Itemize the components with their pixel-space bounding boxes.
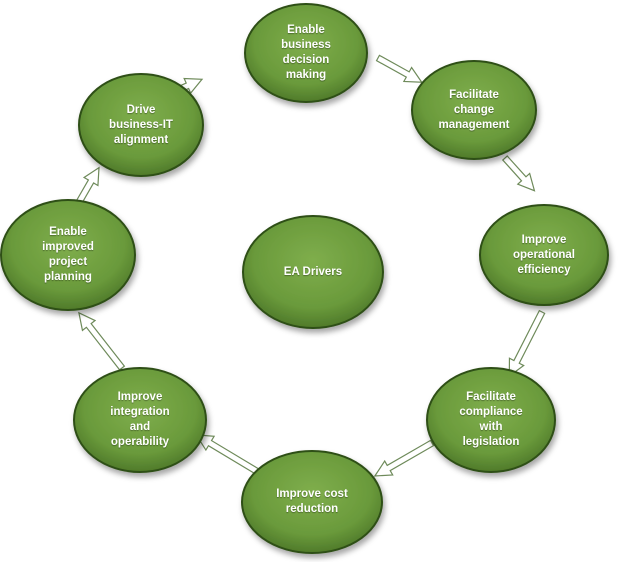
arrow-cost-to-integration: [195, 434, 261, 476]
node-decision: [244, 3, 368, 103]
arrow-efficiency-to-compliance: [508, 309, 546, 378]
driver-nodes: [0, 3, 609, 554]
node-integration: [73, 367, 207, 473]
node-compliance: [426, 367, 556, 473]
center-node: [242, 215, 384, 329]
node-efficiency: [479, 204, 609, 306]
node-cost: [241, 450, 383, 554]
node-planning: [0, 199, 136, 311]
arrow-compliance-to-cost: [373, 439, 435, 477]
cycle-arrows: [74, 54, 546, 477]
arrow-decision-to-change: [375, 54, 423, 83]
node-change: [411, 60, 537, 160]
node-alignment: [78, 73, 204, 177]
arrow-integration-to-planning: [78, 311, 126, 371]
arrow-change-to-efficiency: [501, 155, 536, 192]
